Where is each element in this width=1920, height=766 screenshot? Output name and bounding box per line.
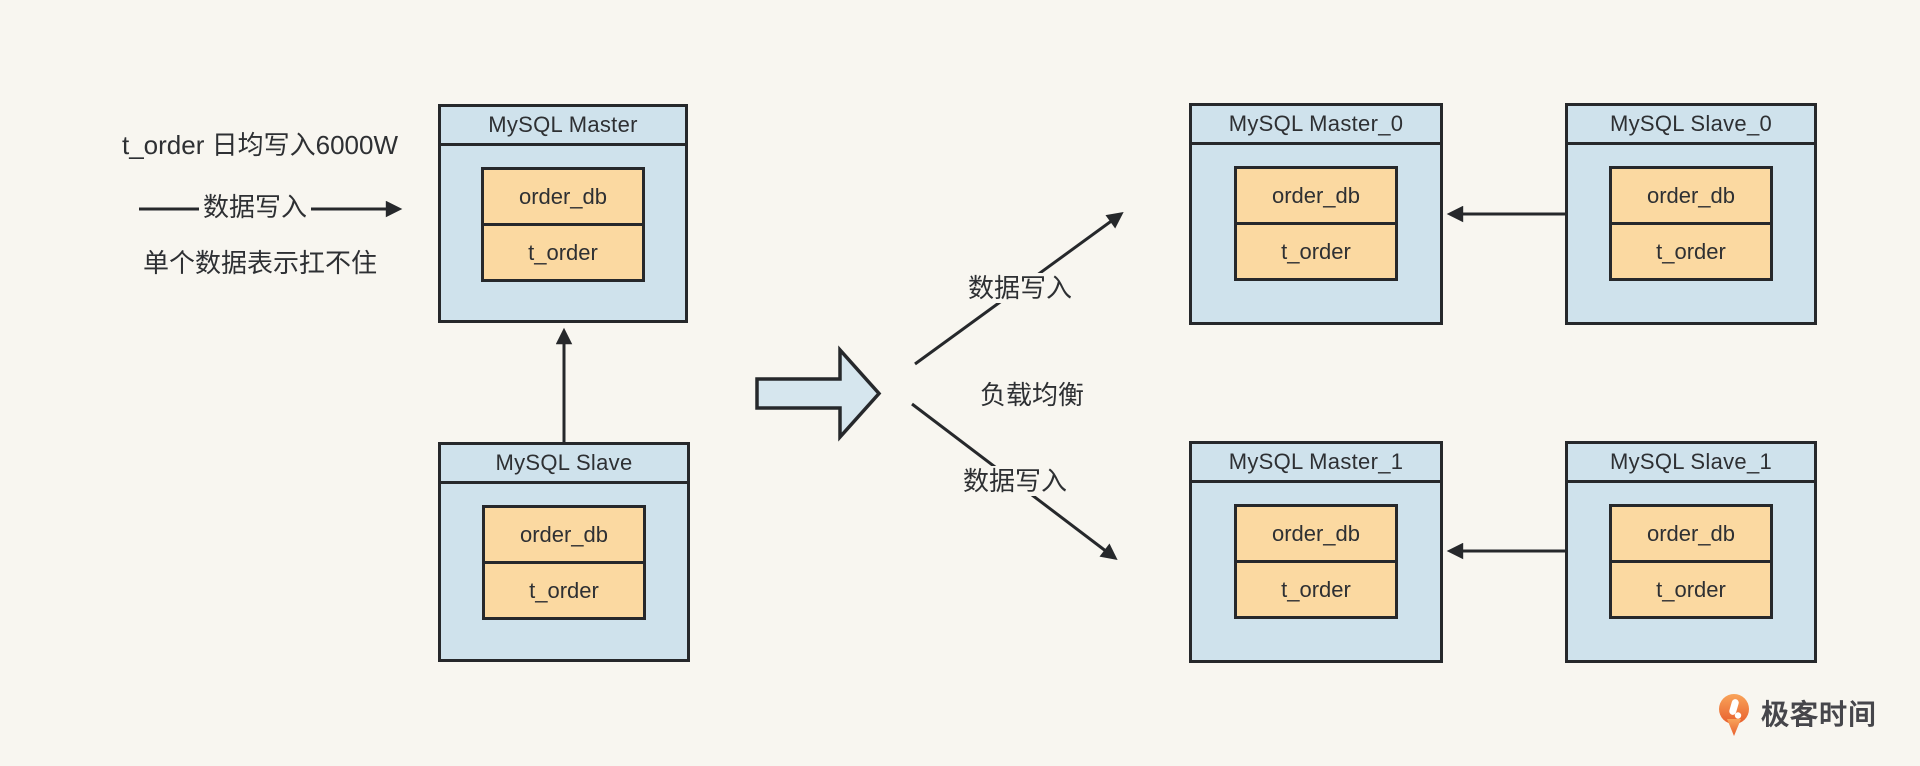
node-mysql-slave: MySQL Slave order_db t_order [438,442,690,662]
db-cell-t-order: t_order [1656,576,1726,602]
db-stack: order_db t_order [1234,166,1398,281]
node-mysql-master-0: MySQL Master_0 order_db t_order [1189,103,1443,325]
db-cell-t-order: t_order [1281,238,1351,264]
db-cell-t-order: t_order [528,239,598,265]
block-transition-arrow [755,345,882,442]
db-stack: order_db t_order [1609,166,1773,281]
db-cell-order-db: order_db [1237,507,1395,563]
node-mysql-slave-0: MySQL Slave_0 order_db t_order [1565,103,1817,325]
db-cell-order-db: order_db [1612,507,1770,563]
node-title: MySQL Master_1 [1192,444,1440,483]
geektime-logo: 极客时间 [1716,692,1877,738]
db-cell-order-db: order_db [485,508,643,564]
geektime-logo-text: 极客时间 [1761,699,1878,730]
throughput-note: t_order 日均写入6000W [118,130,402,160]
db-cell-t-order: t_order [529,577,599,603]
node-title: MySQL Slave_0 [1568,106,1814,145]
write-label-upper: 数据写入 [964,273,1077,303]
db-cell-order-db: order_db [1612,169,1770,225]
db-cell-t-order: t_order [1656,238,1726,264]
write-label-left: 数据写入 [199,192,312,222]
node-mysql-slave-1: MySQL Slave_1 order_db t_order [1565,441,1817,663]
load-balance-label: 负载均衡 [976,380,1089,410]
db-cell-t-order: t_order [1281,576,1351,602]
db-stack: order_db t_order [1609,504,1773,619]
db-cell-order-db: order_db [1237,169,1395,225]
db-stack: order_db t_order [481,167,645,282]
db-cell-order-db: order_db [484,170,642,226]
overload-note: 单个数据表示扛不住 [139,248,382,278]
node-mysql-master: MySQL Master order_db t_order [438,104,688,323]
node-title: MySQL Master_0 [1192,106,1440,145]
geektime-logo-icon [1719,694,1749,736]
node-mysql-master-1: MySQL Master_1 order_db t_order [1189,441,1443,663]
db-stack: order_db t_order [482,505,646,620]
write-label-lower: 数据写入 [959,466,1072,496]
node-title: MySQL Slave_1 [1568,444,1814,483]
db-stack: order_db t_order [1234,504,1398,619]
node-title: MySQL Slave [441,445,687,484]
node-title: MySQL Master [441,107,685,146]
